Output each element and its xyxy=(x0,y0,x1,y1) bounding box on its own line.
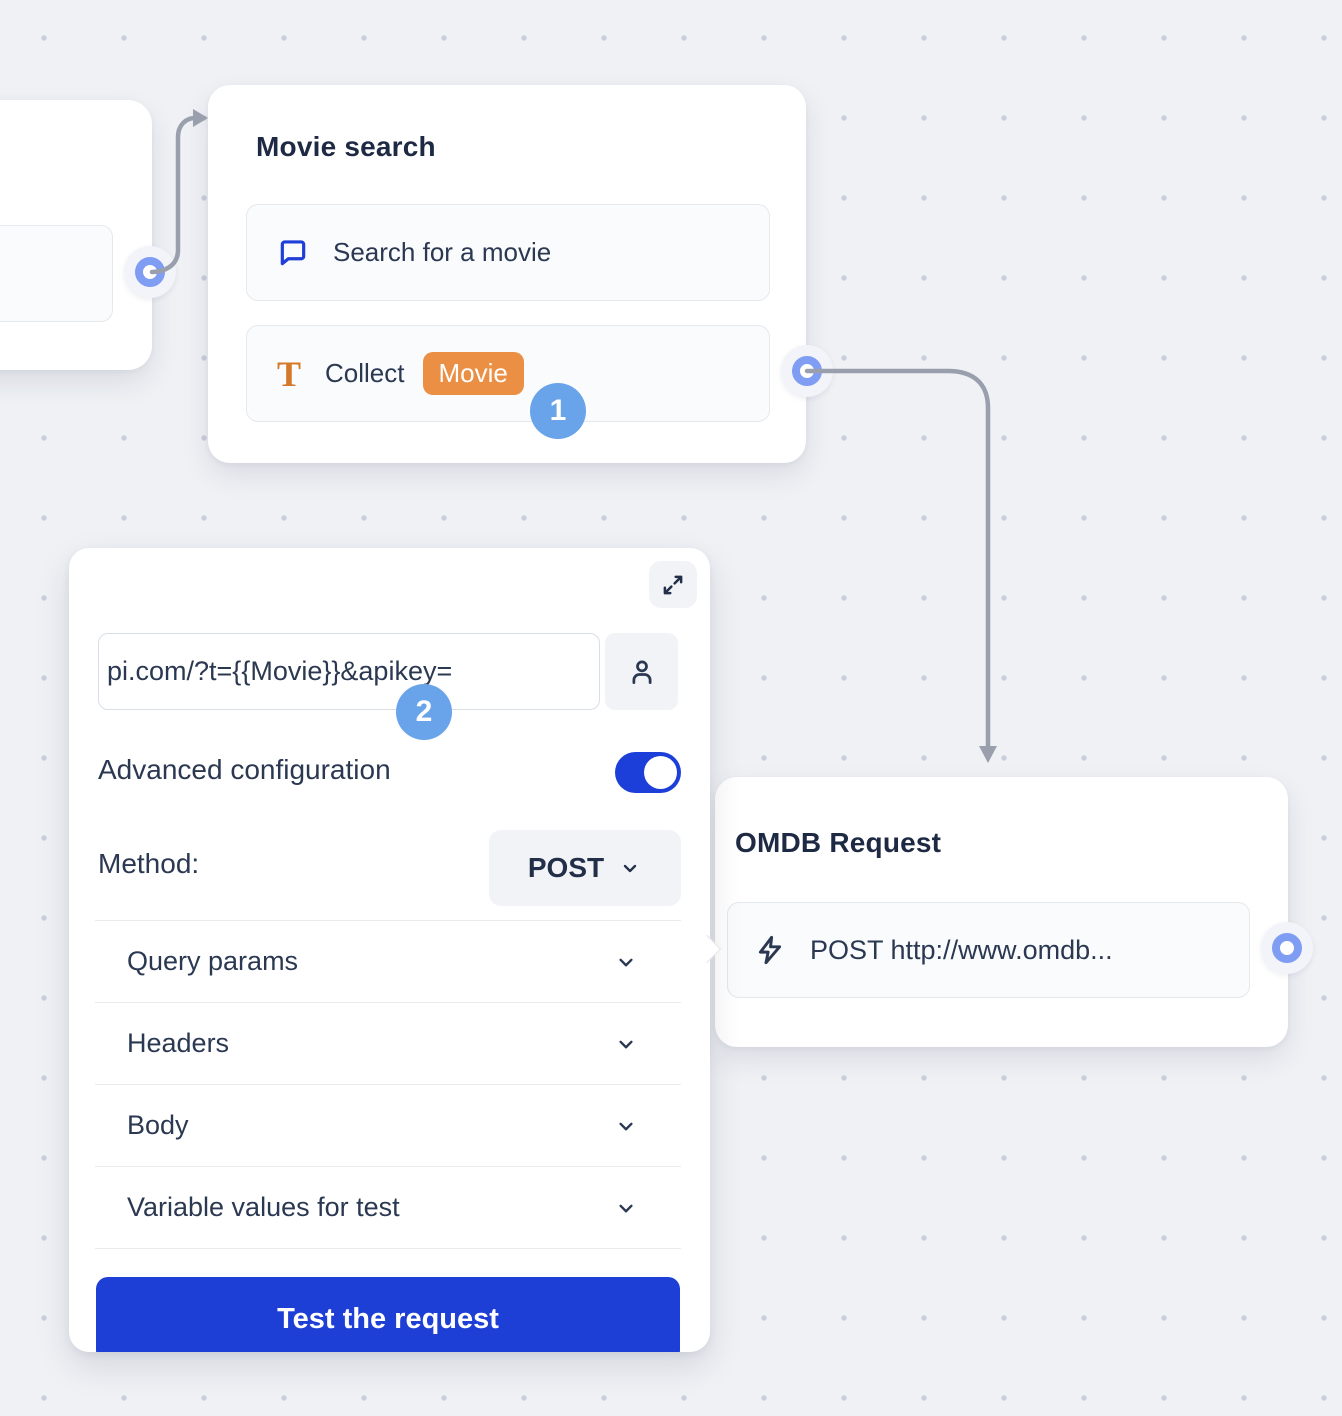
chevron-down-icon xyxy=(618,856,642,880)
omdb-request-node[interactable]: OMDB Request POST http://www.omdb... xyxy=(715,777,1288,1047)
test-request-button[interactable]: Test the request xyxy=(96,1277,680,1352)
node-title: OMDB Request xyxy=(735,827,941,859)
section-variable-values[interactable]: Variable values for test xyxy=(95,1166,681,1249)
port-ring-icon xyxy=(792,356,822,386)
lightning-icon xyxy=(754,934,786,966)
step-badge-2: 2 xyxy=(396,684,452,740)
arrowhead-right-icon xyxy=(193,109,208,127)
chevron-down-icon xyxy=(613,949,639,975)
person-icon xyxy=(627,657,657,687)
chat-bubble-icon xyxy=(277,237,309,269)
method-dropdown[interactable]: POST xyxy=(489,830,681,906)
chevron-down-icon xyxy=(613,1195,639,1221)
step-badge-1: 1 xyxy=(530,383,586,439)
movie-search-row-collect[interactable]: T Collect Movie xyxy=(246,325,770,422)
movie-search-row-question[interactable]: Search for a movie xyxy=(246,204,770,301)
row-label: Search for a movie xyxy=(333,237,551,268)
arrowhead-down-icon xyxy=(979,746,997,763)
toggle-knob xyxy=(644,756,677,789)
port-ring-icon xyxy=(135,257,165,287)
chevron-down-icon xyxy=(613,1031,639,1057)
connector-movie-search-to-omdb xyxy=(807,371,988,748)
insert-variable-button[interactable] xyxy=(605,633,678,710)
webhook-config-panel: pi.com/?t={{Movie}}&apikey= Advanced con… xyxy=(69,548,710,1352)
partial-node-card[interactable] xyxy=(0,100,152,370)
section-label: Variable values for test xyxy=(127,1192,400,1223)
row-label: Collect xyxy=(325,358,404,389)
output-port-omdb[interactable] xyxy=(1261,922,1313,974)
port-ring-icon xyxy=(1272,933,1302,963)
url-input[interactable]: pi.com/?t={{Movie}}&apikey= xyxy=(98,633,600,710)
url-value: pi.com/?t={{Movie}}&apikey= xyxy=(107,656,452,687)
text-input-icon: T xyxy=(277,356,301,392)
section-query-params[interactable]: Query params xyxy=(95,920,681,1002)
section-headers[interactable]: Headers xyxy=(95,1002,681,1084)
chevron-down-icon xyxy=(613,1113,639,1139)
partial-node-row[interactable] xyxy=(0,225,113,322)
row-label: POST http://www.omdb... xyxy=(810,935,1113,966)
variable-badge[interactable]: Movie xyxy=(423,352,524,395)
node-title: Movie search xyxy=(256,131,436,163)
collapsible-sections: Query params Headers Body Variable value… xyxy=(95,920,681,1249)
output-port-movie-search[interactable] xyxy=(781,345,833,397)
expand-button[interactable] xyxy=(649,561,697,608)
omdb-request-row[interactable]: POST http://www.omdb... xyxy=(727,902,1250,998)
output-port-left-node[interactable] xyxy=(124,246,176,298)
section-label: Headers xyxy=(127,1028,229,1059)
expand-icon xyxy=(660,572,686,598)
advanced-configuration-label: Advanced configuration xyxy=(98,754,391,786)
section-label: Body xyxy=(127,1110,189,1141)
advanced-configuration-toggle[interactable] xyxy=(615,752,681,793)
section-body[interactable]: Body xyxy=(95,1084,681,1166)
section-label: Query params xyxy=(127,946,298,977)
method-label: Method: xyxy=(98,848,199,880)
movie-search-node[interactable]: Movie search Search for a movie T Collec… xyxy=(208,85,806,463)
method-value: POST xyxy=(528,852,604,884)
